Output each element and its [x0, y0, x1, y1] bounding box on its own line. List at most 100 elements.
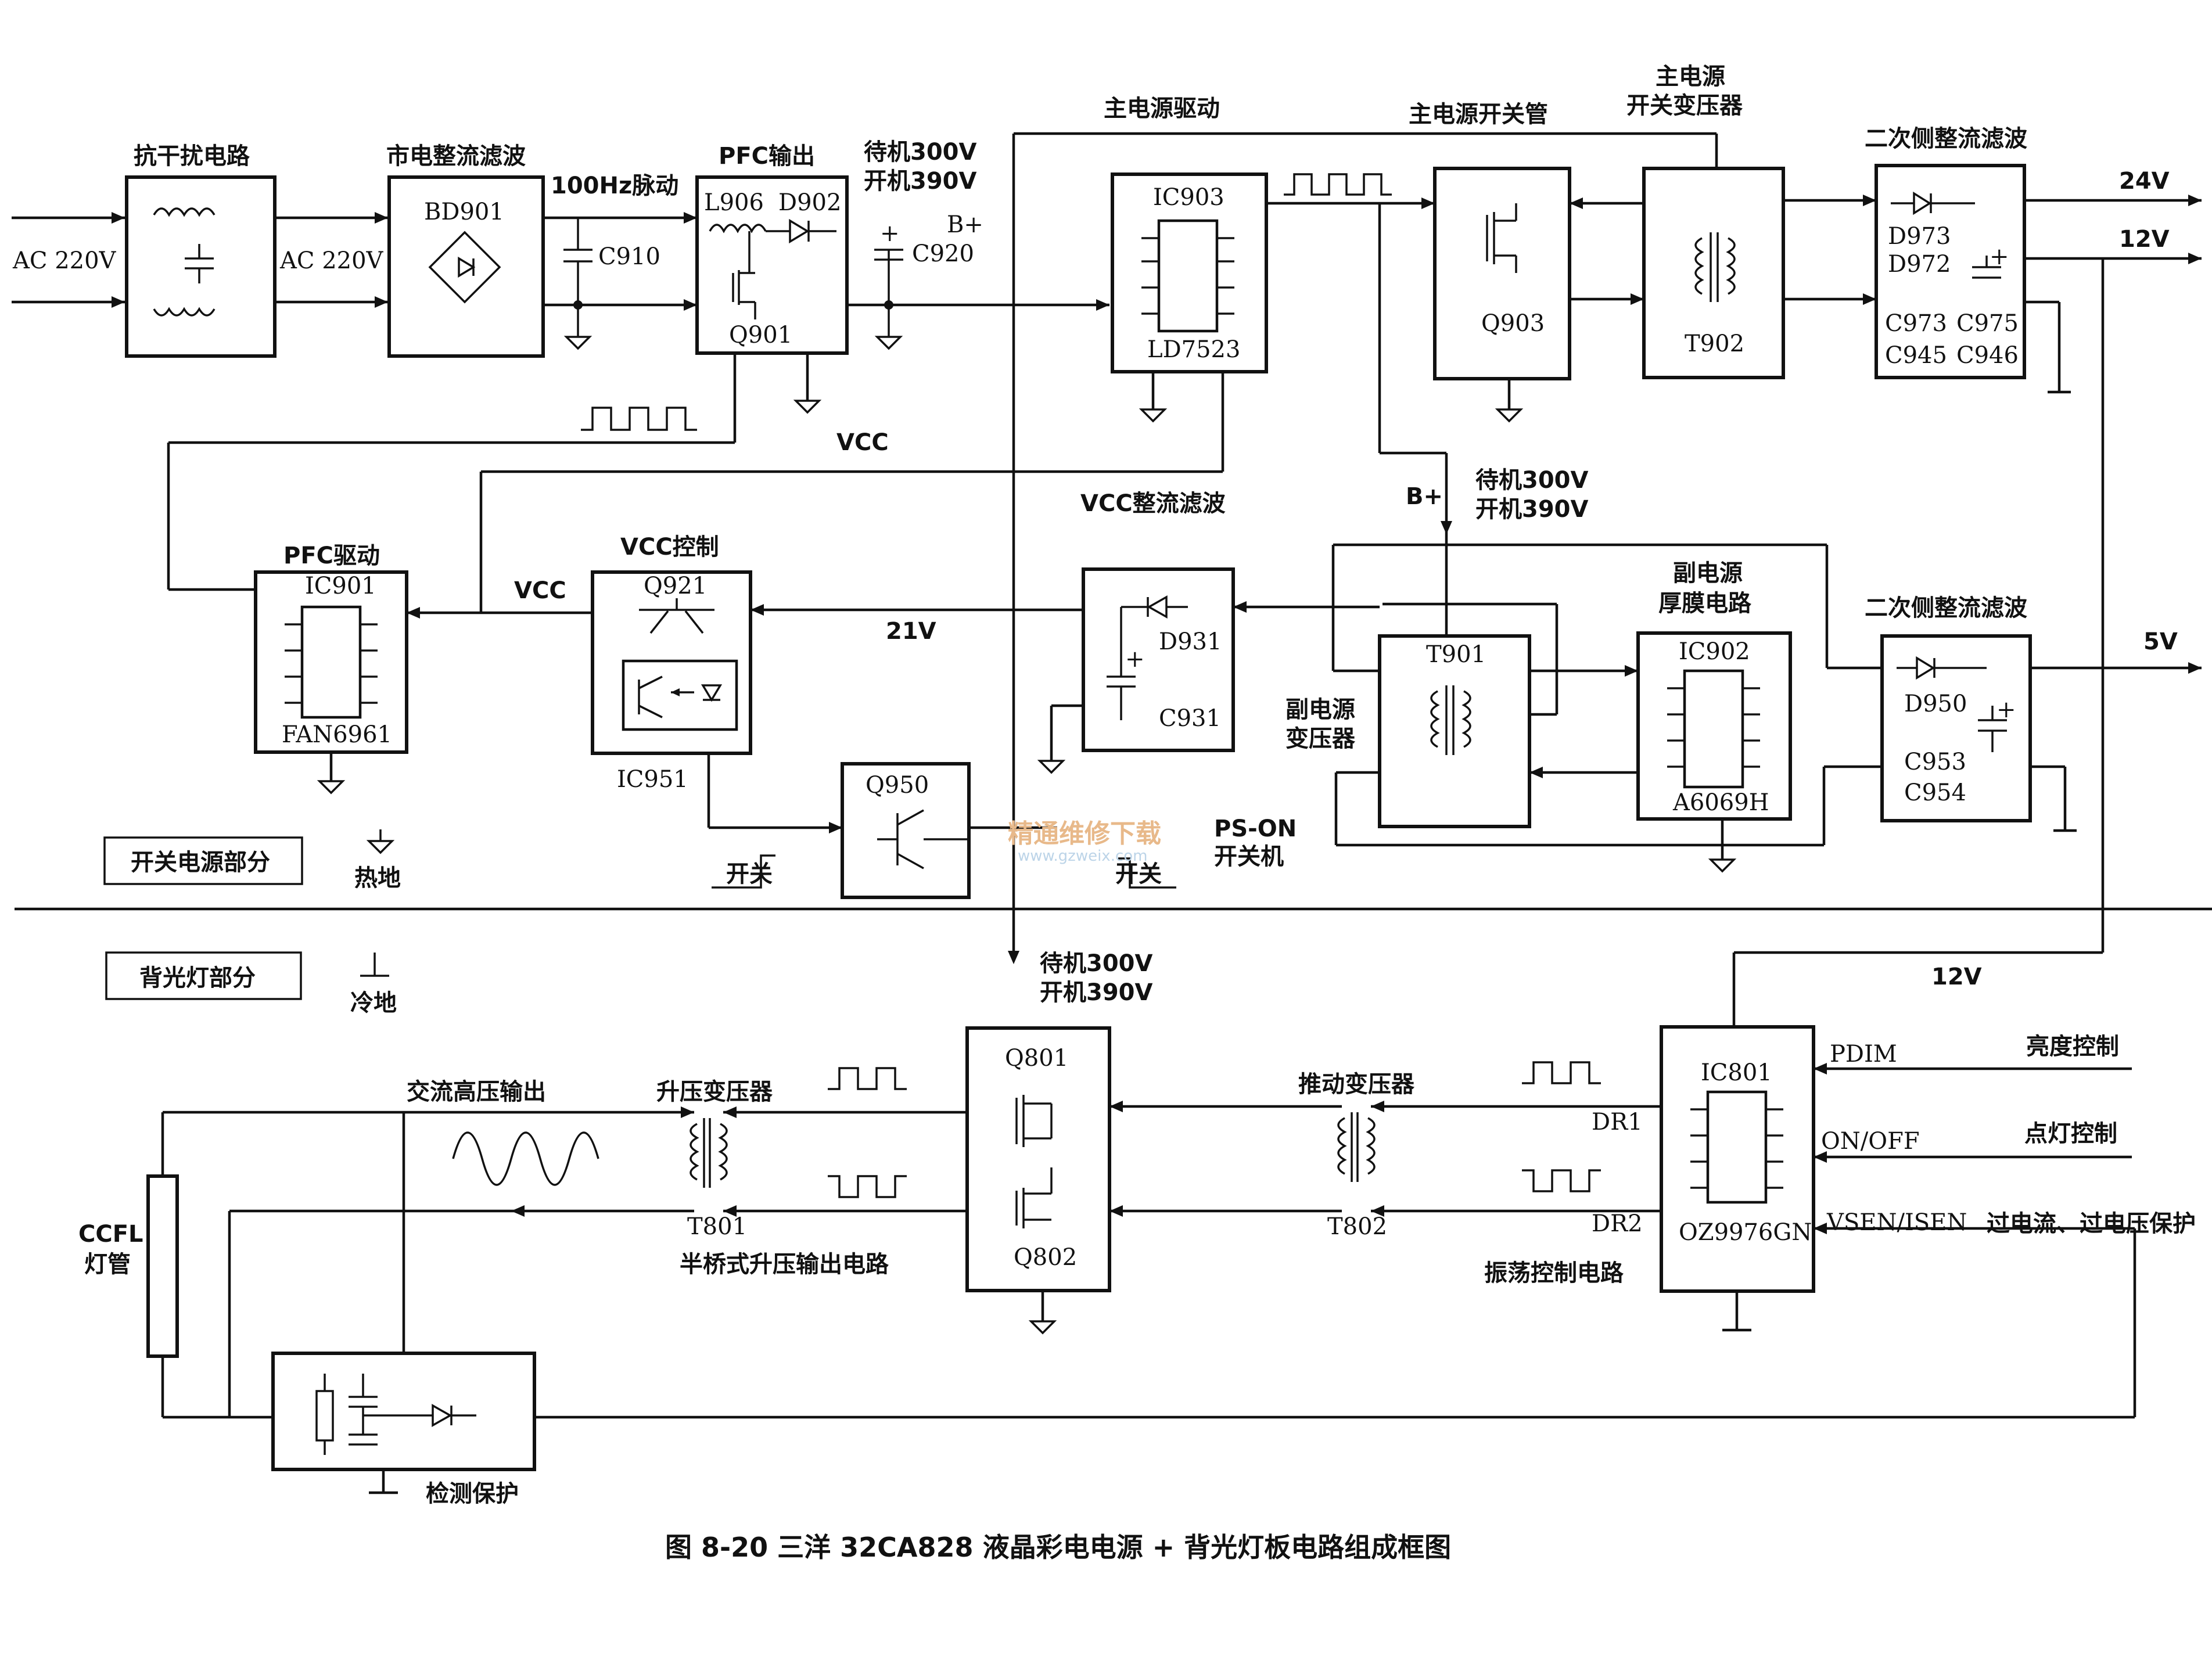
bplus-mid-label: B+ — [1406, 483, 1443, 510]
step-up-transformer: 升压变压器 T801 — [656, 1079, 773, 1240]
pulse-waveform-icon — [828, 1175, 907, 1198]
vcc-rectifier-block: D931 + C931 — [1082, 567, 1235, 752]
protection-label: 过电流、过电压保护 — [1987, 1210, 2196, 1237]
ground-icon — [1139, 408, 1168, 423]
half-bridge-title: 半桥式升压输出电路 — [680, 1251, 889, 1278]
d972-label: D972 — [1888, 251, 1951, 278]
svg-text:+: + — [1990, 243, 2009, 270]
ground-icon — [1037, 760, 1066, 774]
coil-icon — [690, 1123, 699, 1181]
pulse-waveform-icon — [1522, 1169, 1601, 1192]
secondary-standby-block: 二次侧整流滤波 D950 + C953 C954 — [1865, 595, 2032, 822]
main-transformer-title-2: 开关变压器 — [1626, 92, 1743, 119]
switching-label: 开关电源部分 — [131, 849, 270, 876]
ground-icon — [793, 400, 822, 414]
vcc-rect-title: VCC整流滤波 — [1080, 490, 1226, 517]
ac-hv-output-title: 交流高压输出 — [407, 1079, 546, 1105]
vcc-top-label: VCC — [836, 429, 889, 456]
oz9976gn-label: OZ9976GN — [1679, 1219, 1812, 1246]
svg-text:+: + — [880, 220, 900, 247]
oscillator-title: 振荡控制电路 — [1484, 1260, 1624, 1287]
ic901-label: IC901 — [305, 573, 376, 599]
step-up-title: 升压变压器 — [656, 1079, 773, 1105]
c931-label: C931 — [1159, 705, 1221, 732]
switch-step-icon — [712, 854, 775, 889]
bplus-label: B+ — [947, 211, 983, 238]
pfc-driver-block: PFC驱动 IC901 FAN6961 — [254, 542, 408, 754]
pfc-output-title: PFC输出 — [719, 143, 815, 170]
coil-icon — [1726, 237, 1736, 295]
svg-text:精通维修下载: 精通维修下载 — [1008, 819, 1161, 849]
main-switch-title: 主电源开关管 — [1409, 101, 1548, 128]
ccfl-label-2: 灯管 — [84, 1251, 131, 1278]
q921-label: Q921 — [644, 573, 707, 599]
lamp-on-label: 点灯控制 — [2024, 1120, 2117, 1147]
inductor-icon — [709, 224, 767, 233]
oscillator-block: IC801 OZ9976GN — [1660, 1025, 1815, 1293]
l906-label: L906 — [704, 189, 764, 216]
d973-label: D973 — [1888, 223, 1951, 250]
pfc-output-block: PFC输出 L906 D902 Q901 — [695, 143, 849, 355]
ac-input-label: AC 220V — [12, 247, 117, 274]
on-mid-label: 开机390V — [1475, 496, 1588, 523]
coil-icon — [1366, 1117, 1376, 1175]
standby-300v-label: 待机300V — [864, 139, 976, 166]
pson-label-2: 开关机 — [1214, 843, 1284, 870]
pfc-driver-title: PFC驱动 — [283, 542, 380, 569]
v5-label: 5V — [2143, 628, 2178, 655]
secondary-main-title: 二次侧整流滤波 — [1865, 125, 2027, 152]
switch-label: 开关 — [726, 861, 773, 887]
ic801-label: IC801 — [1701, 1059, 1772, 1086]
watermark: 精通维修下载 www.gzweix.com — [1008, 819, 1161, 865]
dr2-label: DR2 — [1592, 1210, 1643, 1237]
main-switch-block: 主电源开关管 Q903 — [1409, 101, 1571, 380]
legend-switching: 开关电源部分 热地 — [103, 829, 401, 892]
d931-label: D931 — [1159, 628, 1222, 655]
brightness-label: 亮度控制 — [2026, 1033, 2119, 1060]
coil-icon — [1462, 690, 1471, 748]
standby-mid-label: 待机300V — [1475, 467, 1588, 494]
pdim-label: PDIM — [1830, 1041, 1897, 1068]
c946-label: C946 — [1956, 342, 2019, 369]
figure-caption: 图 8-20 三洋 32CA828 液晶彩电电源 + 背光灯板电路组成框图 — [665, 1532, 1451, 1563]
backlight-label: 背光灯部分 — [139, 965, 256, 991]
standby-transformer-title-2: 变压器 — [1285, 725, 1356, 752]
c954-label: C954 — [1904, 779, 1966, 806]
coil-icon — [1694, 237, 1704, 295]
svg-text:+: + — [1996, 696, 2016, 723]
emi-filter-title: 抗干扰电路 — [134, 143, 250, 170]
inductor-icon — [153, 307, 216, 317]
svg-text:www.gzweix.com: www.gzweix.com — [1018, 847, 1148, 865]
t801-label: T801 — [687, 1213, 747, 1240]
c910-label: C910 — [598, 243, 660, 270]
inductor-icon — [153, 207, 216, 217]
hot-ground-icon — [366, 840, 395, 854]
v21-label: 21V — [886, 618, 936, 645]
ac-input: AC 220V — [12, 212, 125, 308]
ground-icon — [317, 780, 346, 795]
c920-label: C920 — [912, 240, 974, 267]
onoff-label: ON/OFF — [1821, 1128, 1920, 1155]
vsen-label: VSEN/ISEN — [1826, 1209, 1967, 1236]
vcc-left-label: VCC — [514, 577, 566, 604]
t901-label: T901 — [1426, 641, 1486, 668]
drive-transformer-title: 推动变压器 — [1298, 1071, 1415, 1098]
d950-label: D950 — [1904, 691, 1967, 717]
v12-label: 12V — [2119, 226, 2170, 253]
ic951-label: IC951 — [617, 766, 688, 793]
on-390v-label: 开机390V — [864, 168, 976, 195]
pson-label: PS-ON — [1214, 815, 1297, 842]
switch-step-icon — [1118, 857, 1176, 889]
c975-label: C975 — [1956, 310, 2019, 337]
diode-icon — [1913, 191, 1932, 215]
rectifier-block: 市电整流滤波 BD901 — [386, 143, 545, 358]
main-driver-block: 主电源驱动 IC903 LD7523 — [1104, 95, 1268, 373]
c973-label: C973 — [1885, 310, 1947, 337]
ground-icon — [1708, 858, 1737, 873]
q950-label: Q950 — [866, 772, 929, 799]
ic902-label: IC902 — [1679, 638, 1750, 665]
bd901-label: BD901 — [424, 199, 504, 225]
on-bl-label: 开机390V — [1040, 979, 1152, 1006]
standby-transformer-block: 副电源 变压器 T901 — [1285, 634, 1531, 828]
